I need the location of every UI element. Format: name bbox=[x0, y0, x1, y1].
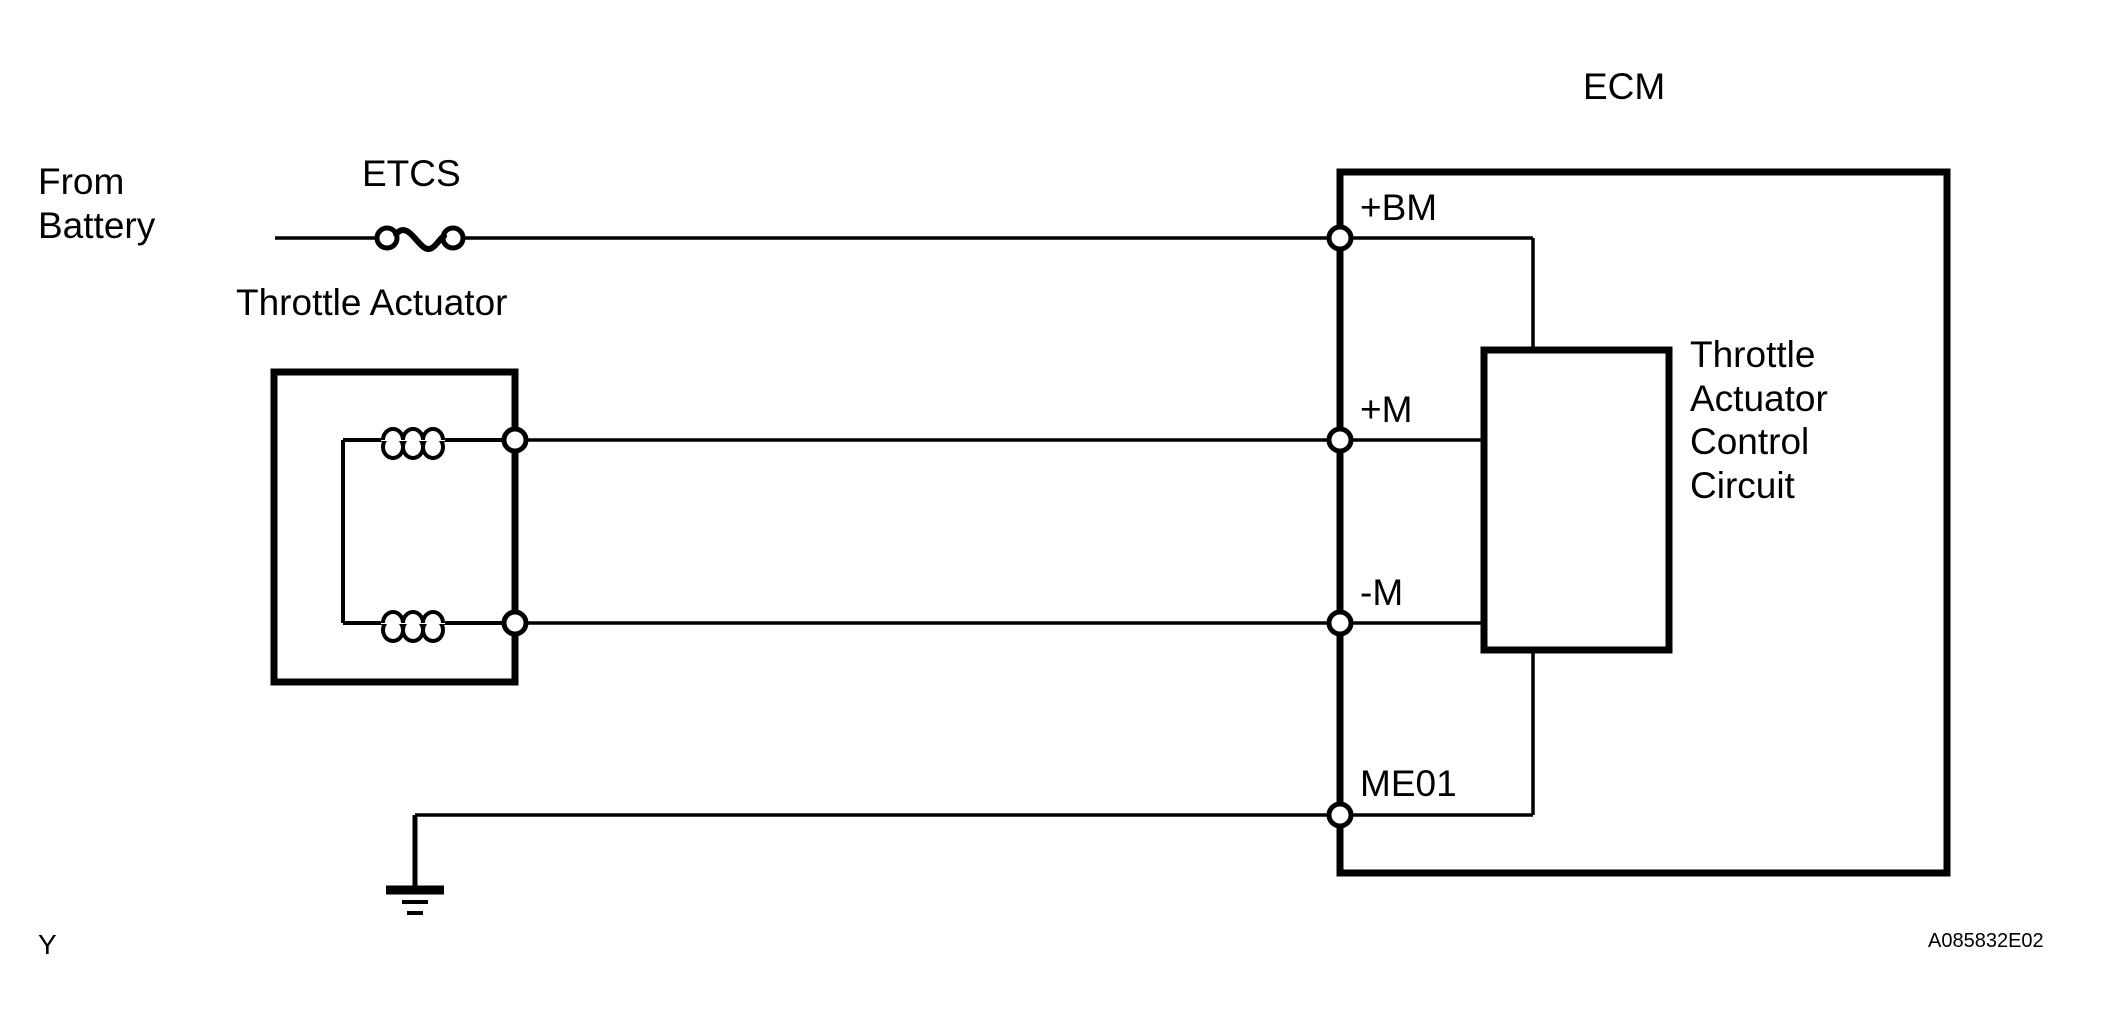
ecm-label: ECM bbox=[1583, 66, 1666, 107]
etcs-fuse-label: ETCS bbox=[362, 153, 461, 194]
terminal-label-me01: ME01 bbox=[1360, 763, 1457, 804]
motor-coil-upper-icon bbox=[381, 427, 445, 460]
chassis-ground-icon bbox=[386, 885, 444, 915]
terminal-label-minus-m: -M bbox=[1360, 572, 1404, 613]
part-number-label: A085832E02 bbox=[1928, 930, 2044, 952]
terminal-label-plus-bm: +BM bbox=[1360, 187, 1438, 228]
ecm-box bbox=[1336, 168, 1951, 877]
control-circuit-label: Throttle Actuator Control Circuit bbox=[1690, 334, 1828, 506]
motor-coil-lower-icon bbox=[381, 610, 445, 643]
ground-wire bbox=[412, 813, 1340, 888]
from-battery-label: From Battery bbox=[38, 161, 156, 246]
terminal-node-me01 bbox=[1326, 801, 1354, 829]
terminal-label-plus-m: +M bbox=[1360, 389, 1413, 430]
terminal-node-plus-m bbox=[1326, 426, 1354, 454]
ecm-internal-wiring bbox=[1340, 236, 1535, 817]
ecm-terminal-nodes bbox=[1326, 224, 1354, 829]
throttle-actuator-box bbox=[270, 368, 519, 686]
terminal-node-plus-bm bbox=[1326, 224, 1354, 252]
throttle-actuator-internal-circuit bbox=[341, 438, 515, 625]
terminal-node-minus-m bbox=[1326, 609, 1354, 637]
fuse-etcs-icon bbox=[374, 225, 466, 252]
actuator-connector-nodes bbox=[501, 426, 529, 637]
control-circuit-box bbox=[1480, 346, 1673, 654]
motor-harness-wires bbox=[515, 438, 1340, 625]
sheet-code-label: Y bbox=[38, 929, 57, 960]
throttle-actuator-label: Throttle Actuator bbox=[236, 282, 508, 323]
